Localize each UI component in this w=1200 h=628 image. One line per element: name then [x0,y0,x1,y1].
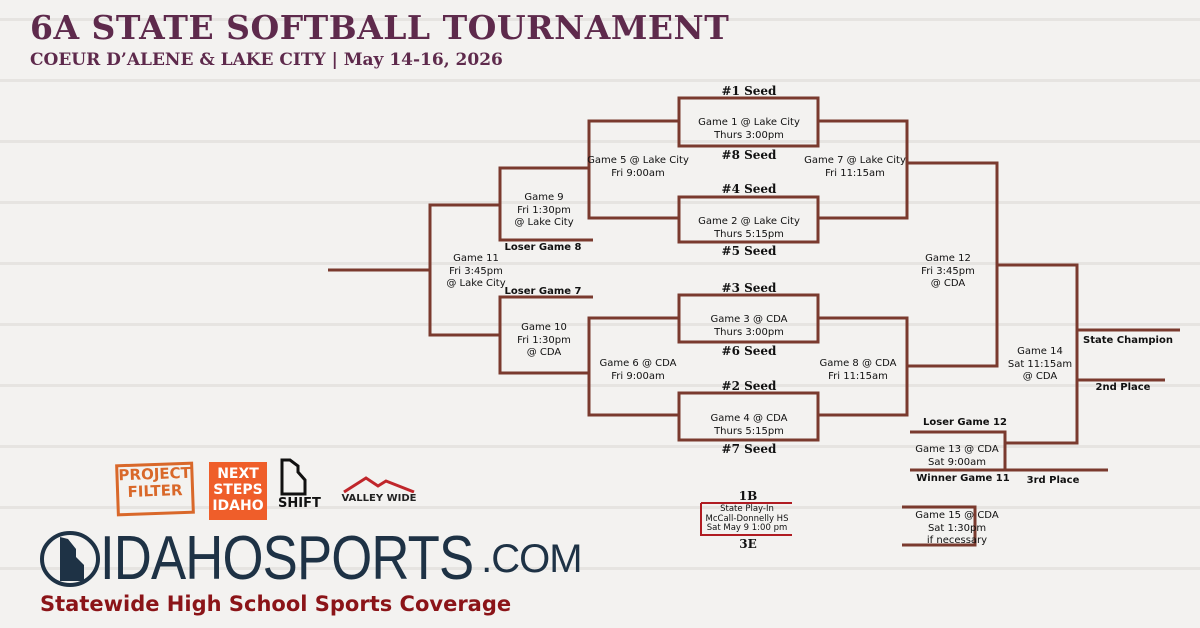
second-place-label: 2nd Place [1095,382,1151,393]
seed-1: #1 Seed [721,84,777,98]
next-steps-logo: NEXT STEPS IDAHO [209,462,267,520]
loser-game-7-label: Loser Game 7 [504,286,582,297]
loser-game-8-label: Loser Game 8 [504,242,582,253]
mountain-icon [343,476,415,493]
game3-box [677,293,820,344]
third-place-label: 3rd Place [1026,475,1080,486]
idaho-shape-icon [280,458,307,496]
seed-7: #7 Seed [721,442,777,456]
project-filter-logo: PROJECT FILTER [115,461,195,517]
seed-8: #8 Seed [721,148,777,162]
seed-5: #5 Seed [721,244,777,258]
game11-bracket [328,203,500,337]
game13-bracket [910,430,1108,472]
game6-bracket [587,316,679,417]
seed-6: #6 Seed [721,344,777,358]
game4-box [677,391,820,442]
idaho-ball-icon [40,531,100,587]
seed-4: #4 Seed [721,182,777,196]
shift-logo: SHIFT [278,458,321,511]
state-champion-label: State Champion [1083,335,1173,346]
playin-seed-1b: 1B [738,489,758,503]
seed-3: #3 Seed [721,281,777,295]
playin-seed-3e: 3E [739,537,757,551]
game2-box [677,195,820,244]
game1-box [677,96,820,148]
game15-bracket [902,505,977,547]
winner-game-11-label: Winner Game 11 [916,473,1010,484]
page-subtitle: COEUR D’ALENE & LAKE CITY | May 14-16, 2… [30,50,503,70]
game14-bracket [997,263,1180,445]
playin-box [700,502,792,536]
loser-game-12-label: Loser Game 12 [923,417,1007,428]
page-title: 6A STATE SOFTBALL TOURNAMENT [30,8,730,47]
tagline: Statewide High School Sports Coverage [40,592,512,616]
seed-2: #2 Seed [721,379,777,393]
idahosports-logo: IDAHOSPORTS.COM [40,528,583,590]
valley-wide-logo: VALLEY WIDE [336,475,422,504]
game7-bracket [818,119,909,220]
